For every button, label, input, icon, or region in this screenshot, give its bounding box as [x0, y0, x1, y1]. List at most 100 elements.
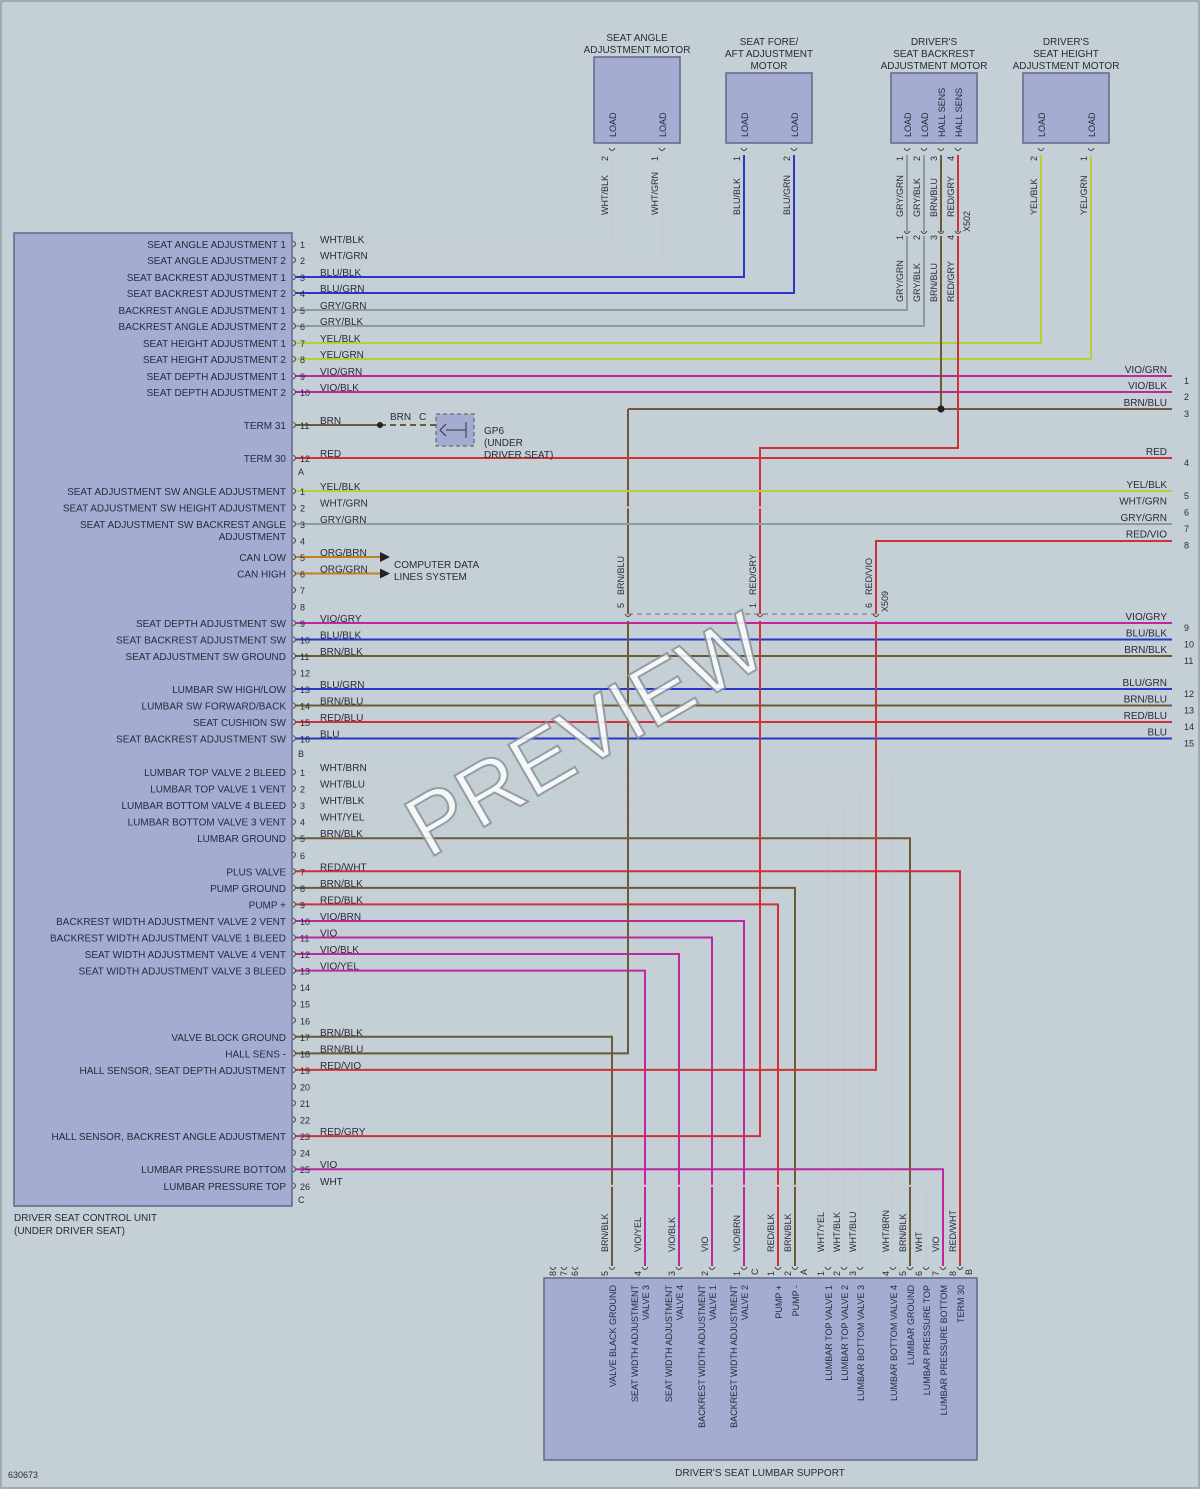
terminal-mark [658, 147, 666, 151]
terminal-mark [922, 1266, 930, 1270]
conn-a-right-wire-2: VIO/BLK [1128, 381, 1167, 392]
conn-b-pin-16-number: 16 [300, 735, 310, 745]
conn-a-pin-4-number: 4 [300, 289, 305, 299]
conn-b-pin-11-number: 11 [300, 652, 309, 662]
conn-b-pin-16-function: SEAT BACKREST ADJUSTMENT SW [116, 735, 286, 746]
terminal-mark [937, 147, 945, 151]
motor-seat-height-pin-number: 2 [1029, 156, 1039, 161]
conn-b-pin-13-wire-color: BLU/GRN [320, 680, 364, 691]
motor-seat-angle-pin-label: LOAD [658, 112, 668, 137]
conn-c-pin-1-wire-color: WHT/BRN [320, 763, 367, 774]
conn-a-pin-3-function: SEAT BACKREST ADJUSTMENT 1 [127, 273, 287, 284]
wire-lumbar-1 [296, 1035, 613, 1266]
conn-a-pin-12-wire-color: RED [320, 449, 341, 460]
conn-b-pin-11-function: SEAT ADJUSTMENT SW GROUND [125, 652, 286, 663]
terminal-mark [641, 1266, 649, 1270]
conn-c-pin-12-wire-color: VIO/BLK [320, 945, 359, 956]
lumbar-pin-13-number: 6 [914, 1271, 924, 1276]
terminal-mark [292, 768, 296, 776]
conn-b-pin-5-number: 5 [300, 553, 305, 563]
ground-name: GP6 [484, 426, 504, 437]
terminal-mark [939, 1266, 947, 1270]
conn-b-right-terminal-5: 5 [1184, 491, 1189, 501]
terminal-mark [292, 306, 296, 314]
conn-b-pin-9-wire-color: VIO/GRY [320, 614, 362, 625]
lumbar-pin-5-number: 1 [732, 1271, 742, 1276]
conn-c-pin-13-function: SEAT WIDTH ADJUSTMENT VALVE 3 BLEED [79, 967, 286, 978]
wire-hall-backrest [296, 621, 761, 1138]
terminal-mark [292, 1099, 296, 1107]
conn-c-pin-9-wire-color: RED/BLK [320, 895, 363, 906]
conn-a-pin-11-wire-color: BRN [320, 416, 341, 427]
ground-splice [377, 422, 383, 428]
lumbar-pin-14-wire: VIO [931, 1236, 941, 1252]
x502-pin-2: 2 [912, 235, 922, 240]
wire-hall-sens-neg [296, 621, 629, 1055]
conn-b-right-terminal-6: 6 [1184, 508, 1189, 518]
conn-b-right-wire-10: BLU/BLK [1126, 629, 1167, 640]
conn-c-pin-6-number: 6 [300, 851, 305, 861]
terminal-mark [292, 487, 296, 495]
conn-c-pin-17-wire-color: BRN/BLK [320, 1028, 363, 1039]
conn-a-pin-1-wire-color: WHT/BLK [320, 235, 365, 246]
lumbar-conn-b: B [964, 1269, 974, 1275]
wire-lumbar-9 [296, 804, 845, 1266]
conn-b-pin-10-number: 10 [300, 636, 310, 646]
wire-lumbar-4 [296, 936, 713, 1266]
conn-b-right-terminal-14: 14 [1184, 722, 1194, 732]
lumbar-pin-15-number: 8 [948, 1271, 958, 1276]
conn-c-pin-8-number: 8 [300, 884, 305, 894]
wire-lumbar-14 [296, 1168, 944, 1266]
can-arrow-icon [380, 552, 390, 562]
terminal-mark [790, 147, 798, 151]
conn-a-pin-7-number: 7 [300, 339, 305, 349]
lumbar-pin-13-wire: WHT [914, 1231, 924, 1252]
lumbar-pin-11-number: 4 [881, 1271, 891, 1276]
lumbar-pin-14-number: 7 [931, 1271, 941, 1276]
lumbar-pin-4-wire: VIO [700, 1236, 710, 1252]
lumbar-pin-5-wire: VIO/BRN [732, 1215, 742, 1252]
conn-a-pin-6-wire-color: GRY/BLK [320, 317, 363, 328]
conn-c-pin-3-number: 3 [300, 801, 305, 811]
conn-b-letter: B [298, 749, 304, 759]
terminal-mark [292, 1033, 296, 1041]
conn-a-pin-9-wire-color: VIO/GRN [320, 367, 362, 378]
terminal-mark [292, 1066, 296, 1074]
conn-c-pin-25-function: LUMBAR PRESSURE BOTTOM [141, 1165, 286, 1176]
lumbar-pin-11-wire: WHT/BRN [881, 1210, 891, 1252]
motor-seat-fore-aft-box [725, 72, 813, 144]
terminal-mark [889, 1266, 897, 1270]
conn-b-right-terminal-9: 9 [1184, 623, 1189, 633]
lumbar-pin-14-label: LUMBAR PRESSURE BOTTOM [939, 1285, 949, 1415]
conn-b-pin-2-wire-color: WHT/GRN [320, 499, 368, 510]
terminal-mark [292, 603, 296, 610]
conn-c-pin-12-number: 12 [300, 950, 310, 960]
conn-a-pin-9-number: 9 [300, 372, 305, 382]
lumbar-pin-8-wire: WHT/YEL [816, 1212, 826, 1252]
conn-a-pin-9-function: SEAT DEPTH ADJUSTMENT 1 [147, 372, 287, 383]
conn-c-pin-4-number: 4 [300, 818, 305, 828]
conn-b-right-terminal-15: 15 [1184, 739, 1194, 749]
terminal-mark [292, 702, 296, 709]
lumbar-pin-1-number: 5 [600, 1271, 610, 1276]
motor-seat-backrest-wire-color: RED/GRY [946, 176, 956, 217]
conn-b-pin-13-function: LUMBAR SW HIGH/LOW [172, 685, 286, 696]
motor-seat-fore-aft-wire-color: BLU/BLK [732, 178, 742, 215]
conn-b-pin-1-wire-color: YEL/BLK [320, 482, 361, 493]
conn-b-pin-2-number: 2 [300, 504, 305, 514]
conn-a-pin-10-number: 10 [300, 388, 310, 398]
ground-wire-color: BRN [390, 412, 411, 423]
wire-seat-angle-1 [296, 155, 613, 245]
lumbar-pin-12-wire: BRN/BLK [898, 1213, 908, 1252]
conn-c-pin-11-number: 11 [300, 934, 309, 944]
motor-seat-fore-aft-title: SEAT FORE/ [740, 37, 799, 48]
conn-b-right-wire-6: WHT/GRN [1119, 497, 1167, 508]
conn-c-pin-19-number: 19 [300, 1066, 310, 1076]
terminal-mark [292, 669, 296, 676]
motor-seat-angle-title: SEAT ANGLE [606, 33, 668, 44]
terminal-mark [740, 1266, 748, 1270]
conn-a-right-terminal-3: 3 [1184, 409, 1189, 419]
motor-seat-height-wire-color: YEL/BLK [1029, 178, 1039, 215]
lumbar-pin-3-label: VALVE 4 [675, 1285, 685, 1320]
motor-seat-backrest-pin-number: 2 [912, 156, 922, 161]
